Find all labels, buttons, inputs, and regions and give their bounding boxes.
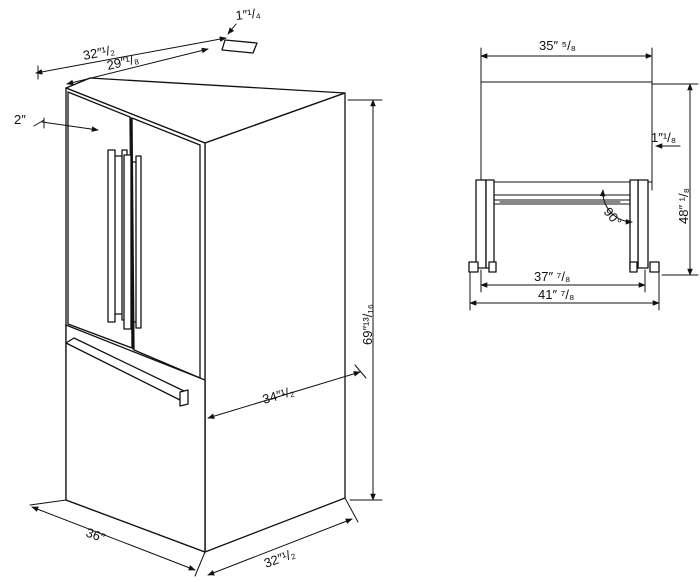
iso-dimension-lines [29, 23, 383, 577]
label-side-depth: 32″¹/₂ [262, 546, 297, 571]
label-handle-offset: 2″ [14, 112, 26, 127]
rear-trim [221, 39, 258, 54]
label-inner-top-width: 29″¹/₈ [105, 51, 140, 73]
door-angle-arc [599, 189, 633, 225]
label-outer-width: 41″ ⁷/₈ [538, 287, 574, 302]
refrigerator-top-view [468, 47, 699, 311]
right-door-handle [123, 154, 142, 330]
label-side-clearance: 1″¹/₈ [651, 130, 676, 145]
label-front-width: 36″ [84, 525, 107, 546]
label-top-width: 32″¹/₂ [82, 42, 116, 63]
top-view-cabinet [480, 81, 653, 183]
label-angle: 90° [601, 204, 625, 229]
label-height: 69″¹³/₁₆ [360, 304, 375, 345]
top-view-open-doors [468, 179, 660, 273]
freezer-handle [65, 337, 189, 407]
label-overall-width: 35″ ⁵/₈ [539, 38, 576, 53]
label-inner-width: 37″ ⁷/₈ [534, 269, 570, 284]
right-door [131, 117, 201, 379]
label-back-offset: 1″¹/₄ [235, 5, 262, 23]
label-door-swing-depth: 48″ ¹/₈ [676, 188, 691, 224]
cabinet-side [204, 92, 346, 553]
refrigerator-iso-view [65, 39, 346, 553]
